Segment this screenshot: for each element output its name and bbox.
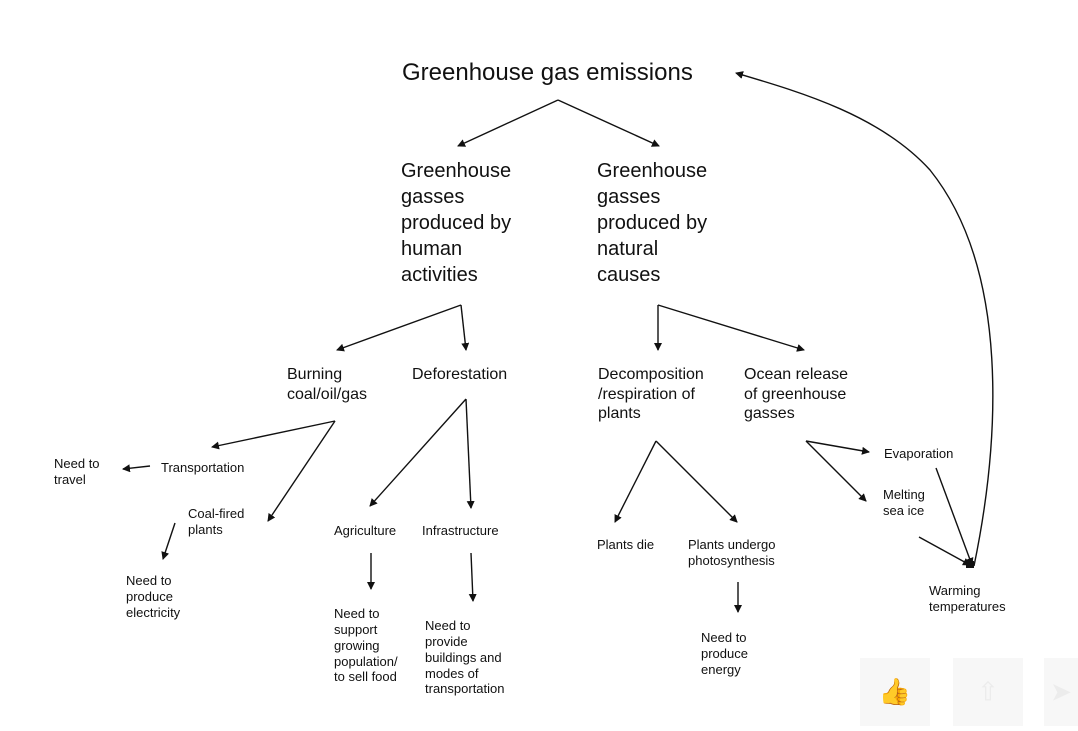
share-icon: ➤ <box>1050 676 1072 707</box>
node-infrastructure: Infrastructure <box>422 523 499 538</box>
arrow-transportation-to-travel <box>122 464 151 473</box>
upload-icon: ⇧ <box>977 676 999 707</box>
node-coal-plants: Coal-fired plants <box>188 506 245 537</box>
arrow-melting-to-warming <box>918 536 971 566</box>
arrow-human-to-burning <box>336 304 462 352</box>
overlay-share-button[interactable]: ➤ <box>1044 658 1078 726</box>
arrow-root-to-natural <box>557 99 660 147</box>
node-burning: Burning coal/oil/gas <box>287 366 368 403</box>
overlay-upload-button[interactable]: ⇧ <box>953 658 1023 726</box>
arrow-burning-to-transportation <box>211 420 336 450</box>
node-photosynthesis: Plants undergo photosynthesis <box>688 537 776 568</box>
arrow-coal-plants-to-electricity <box>161 522 176 560</box>
node-need-energy: Need to produce energy <box>701 630 748 677</box>
arrow-deforestation-to-infrastructure <box>465 398 475 509</box>
node-need-electricity: Need to produce electricity <box>126 573 181 620</box>
arrow-ocean-to-melting <box>805 440 867 502</box>
warming-node-marker <box>966 561 974 568</box>
arrow-human-to-deforestation <box>460 304 470 351</box>
node-plants-die: Plants die <box>597 537 655 552</box>
node-deforestation: Deforestation <box>412 366 508 383</box>
arrow-deforestation-to-agriculture <box>369 398 467 507</box>
node-need-food: Need to support growing population/ to s… <box>334 606 398 685</box>
arrow-natural-to-ocean <box>657 304 805 352</box>
node-need-buildings: Need to provide buildings and modes of t… <box>425 618 505 697</box>
node-decomposition: Decomposition /respiration of plants <box>598 366 704 423</box>
arrow-infrastructure-to-buildings <box>468 552 477 602</box>
arrow-warming-to-root-feedback <box>735 71 994 567</box>
node-warming: Warming temperatures <box>929 583 1006 614</box>
node-agriculture: Agriculture <box>334 523 397 538</box>
node-need-travel: Need to travel <box>54 456 100 487</box>
arrow-decomposition-to-photosynthesis <box>655 440 738 523</box>
arrow-ocean-to-evaporation <box>805 440 870 455</box>
arrow-evaporation-to-warming <box>935 467 974 566</box>
node-evaporation: Evaporation <box>884 446 954 461</box>
node-melting: Melting sea ice <box>883 487 925 518</box>
overlay-thumbs-button[interactable]: 👍 <box>860 658 930 726</box>
arrow-burning-to-coal-plants <box>267 420 336 522</box>
arrow-decomposition-to-plants-die <box>614 440 657 523</box>
arrow-root-to-human <box>457 99 559 147</box>
node-human-activities: Greenhouse gasses produced by human acti… <box>401 160 512 286</box>
node-root: Greenhouse gas emissions <box>402 59 693 86</box>
node-ocean-release: Ocean release of greenhouse gasses <box>744 366 849 423</box>
node-natural-causes: Greenhouse gasses produced by natural ca… <box>597 160 708 286</box>
node-transportation: Transportation <box>161 460 245 475</box>
thumbs-up-icon: 👍 <box>878 676 912 707</box>
